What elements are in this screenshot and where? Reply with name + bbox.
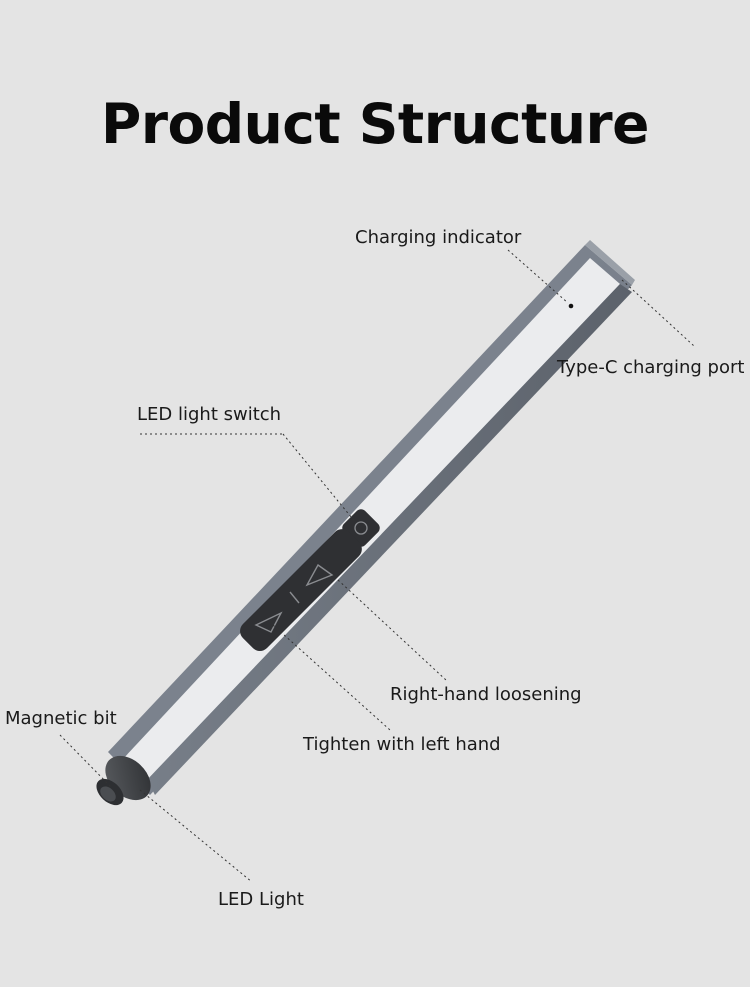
body-end-cap — [585, 240, 635, 285]
label-magnetic-bit: Magnetic bit — [5, 708, 117, 729]
leader-type-c — [621, 279, 695, 347]
page-title: Product Structure — [101, 92, 649, 156]
label-charging-indicator: Charging indicator — [355, 227, 522, 248]
leader-led-light — [139, 789, 253, 883]
label-led-light: LED Light — [218, 889, 304, 910]
label-tighten-left: Tighten with left hand — [303, 734, 501, 755]
leader-led-switch-diag — [282, 433, 357, 524]
charging-indicator-dot — [568, 303, 574, 309]
label-led-switch: LED light switch — [137, 404, 282, 425]
loosen-arrow-icon — [305, 563, 334, 587]
body-dark-side — [147, 284, 632, 795]
leader-tighten-left — [272, 624, 391, 731]
tighten-arrow-icon — [254, 611, 283, 633]
label-right-loosening: Right-hand loosening — [390, 684, 582, 705]
leader-magnetic-bit — [59, 734, 113, 789]
direction-buttons[interactable] — [236, 525, 366, 655]
leader-charging-indicator — [507, 249, 569, 304]
divider-icon — [289, 591, 300, 604]
magnetic-bit-tip — [96, 755, 151, 806]
leader-right-loosening — [337, 579, 447, 681]
label-type-c-port: Type-C charging port — [557, 357, 745, 378]
